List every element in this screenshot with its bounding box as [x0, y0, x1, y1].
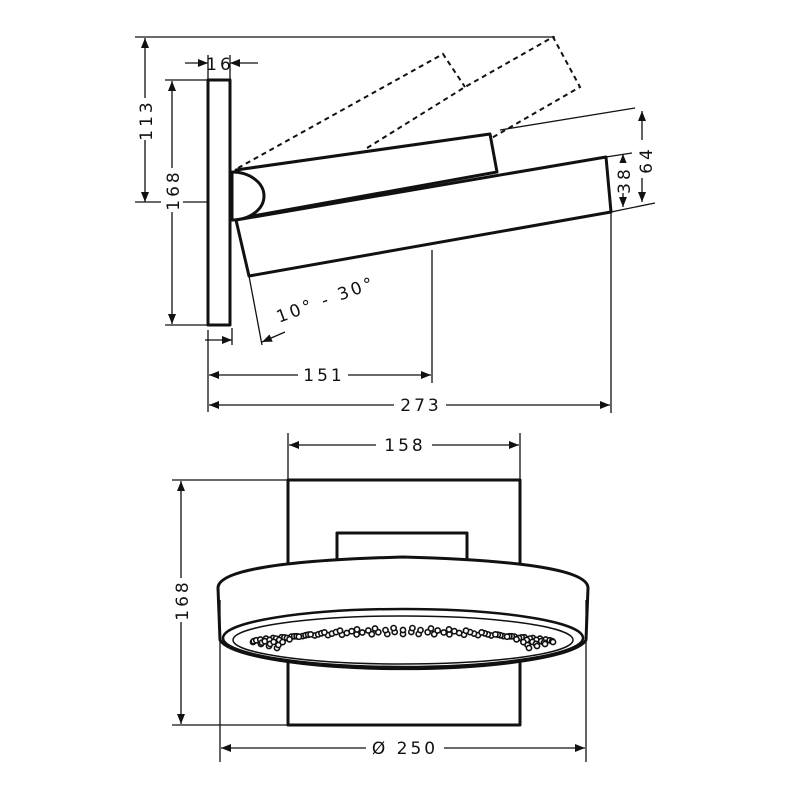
nozzle — [427, 625, 435, 632]
nozzle — [307, 631, 314, 638]
nozzle — [382, 626, 389, 634]
wall-plate — [206, 78, 232, 327]
spray-nozzles — [249, 624, 557, 652]
dim-label-273: 273 — [400, 396, 441, 416]
dim-label-250: Ø 250 — [372, 739, 438, 759]
nozzle — [450, 627, 458, 635]
nozzle — [279, 638, 286, 646]
front-view: 158 168 Ø 250 — [170, 433, 590, 762]
nozzle — [503, 633, 511, 641]
dim-label-168-front: 168 — [173, 579, 193, 620]
nozzle — [541, 640, 549, 648]
nozzle — [513, 635, 520, 643]
dim-label-16: 16 — [206, 55, 234, 75]
side-view: 113 16 168 38 64 10° - 30° — [134, 35, 657, 416]
spray-face — [221, 607, 585, 669]
nozzle — [549, 638, 557, 646]
nozzle — [462, 627, 470, 635]
dim-label-158: 158 — [384, 436, 425, 456]
dim-label-168-side: 168 — [164, 169, 184, 210]
dim-label-angle: 10° - 30° — [274, 273, 379, 327]
nozzle — [353, 626, 361, 633]
dim-label-151: 151 — [303, 366, 344, 386]
nozzle — [286, 635, 293, 643]
nozzle — [445, 626, 453, 633]
nozzle — [525, 644, 533, 652]
nozzle — [348, 627, 356, 635]
nozzle — [390, 624, 397, 632]
nozzle — [336, 627, 344, 635]
nozzle — [417, 626, 424, 634]
dim-label-38: 38 — [615, 166, 635, 194]
spray-face-ring — [232, 615, 574, 665]
nozzle — [408, 624, 416, 632]
nozzle — [491, 631, 499, 638]
dim-label-113: 113 — [137, 99, 157, 140]
extension-line — [610, 202, 656, 213]
dim-label-64: 64 — [637, 146, 657, 174]
nozzle — [270, 638, 277, 646]
extension-line — [605, 152, 633, 158]
nozzle — [358, 629, 366, 636]
nozzle — [478, 629, 485, 636]
extension-line — [499, 107, 636, 131]
dim-arrow-angle — [261, 331, 286, 343]
nozzle — [399, 626, 407, 634]
nozzle — [320, 629, 328, 636]
nozzle — [371, 625, 379, 632]
nozzle — [434, 627, 442, 634]
nozzle — [364, 627, 372, 634]
extension-line — [248, 275, 263, 346]
nozzle — [440, 629, 448, 636]
nozzle — [533, 642, 541, 650]
nozzle — [295, 633, 303, 641]
